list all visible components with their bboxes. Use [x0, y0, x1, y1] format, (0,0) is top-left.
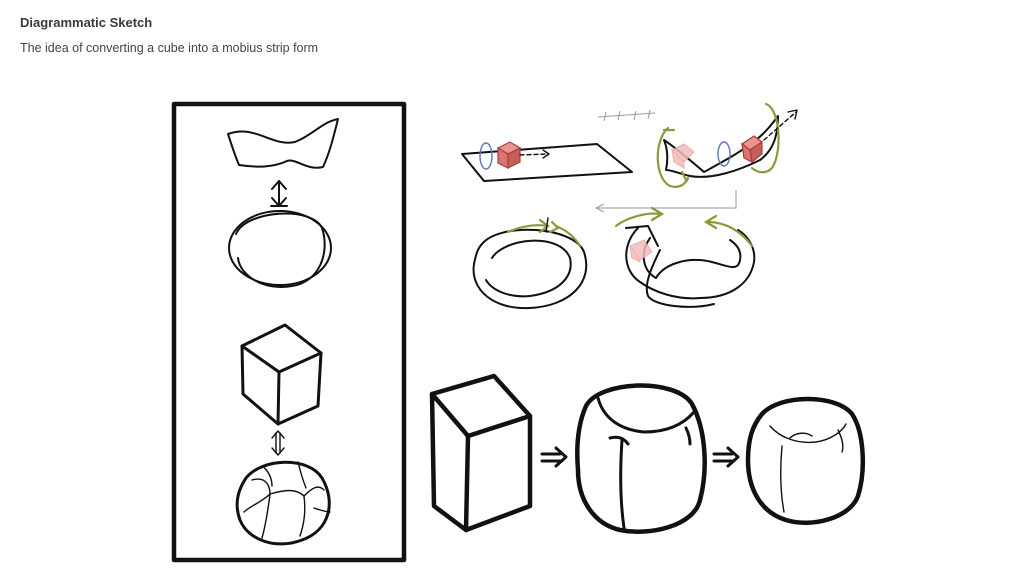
connector-arrow: [596, 190, 736, 212]
arrow-2-icon: [714, 448, 738, 466]
ring-loop-sketch: [229, 211, 331, 287]
tall-cube-sketch: [432, 376, 530, 530]
cushion-block-sketch: [748, 399, 863, 523]
small-double-arrow-icon: [272, 431, 284, 455]
left-panel: [174, 104, 404, 560]
rounded-block-sketch: [577, 385, 704, 531]
loop-sketch: [474, 218, 587, 308]
panel-frame: [174, 104, 404, 560]
scribble-mark: [598, 110, 655, 121]
mobius-sketch: [616, 208, 754, 307]
twisted-strip-sketch: [658, 104, 797, 187]
ring-marker-mid: [718, 142, 730, 166]
red-cube-flat: [498, 142, 520, 168]
cube-sketch: [242, 325, 321, 424]
ring-marker-left: [480, 143, 492, 169]
cushion-sketch: [237, 462, 330, 544]
wavy-strip-sketch: [228, 119, 338, 168]
flat-strip-sketch: [462, 142, 632, 181]
red-cube-twist: [742, 136, 762, 162]
arrow-1-icon: [542, 448, 566, 466]
double-arrow-icon: [271, 181, 287, 206]
pink-cube-mobius: [630, 240, 652, 262]
